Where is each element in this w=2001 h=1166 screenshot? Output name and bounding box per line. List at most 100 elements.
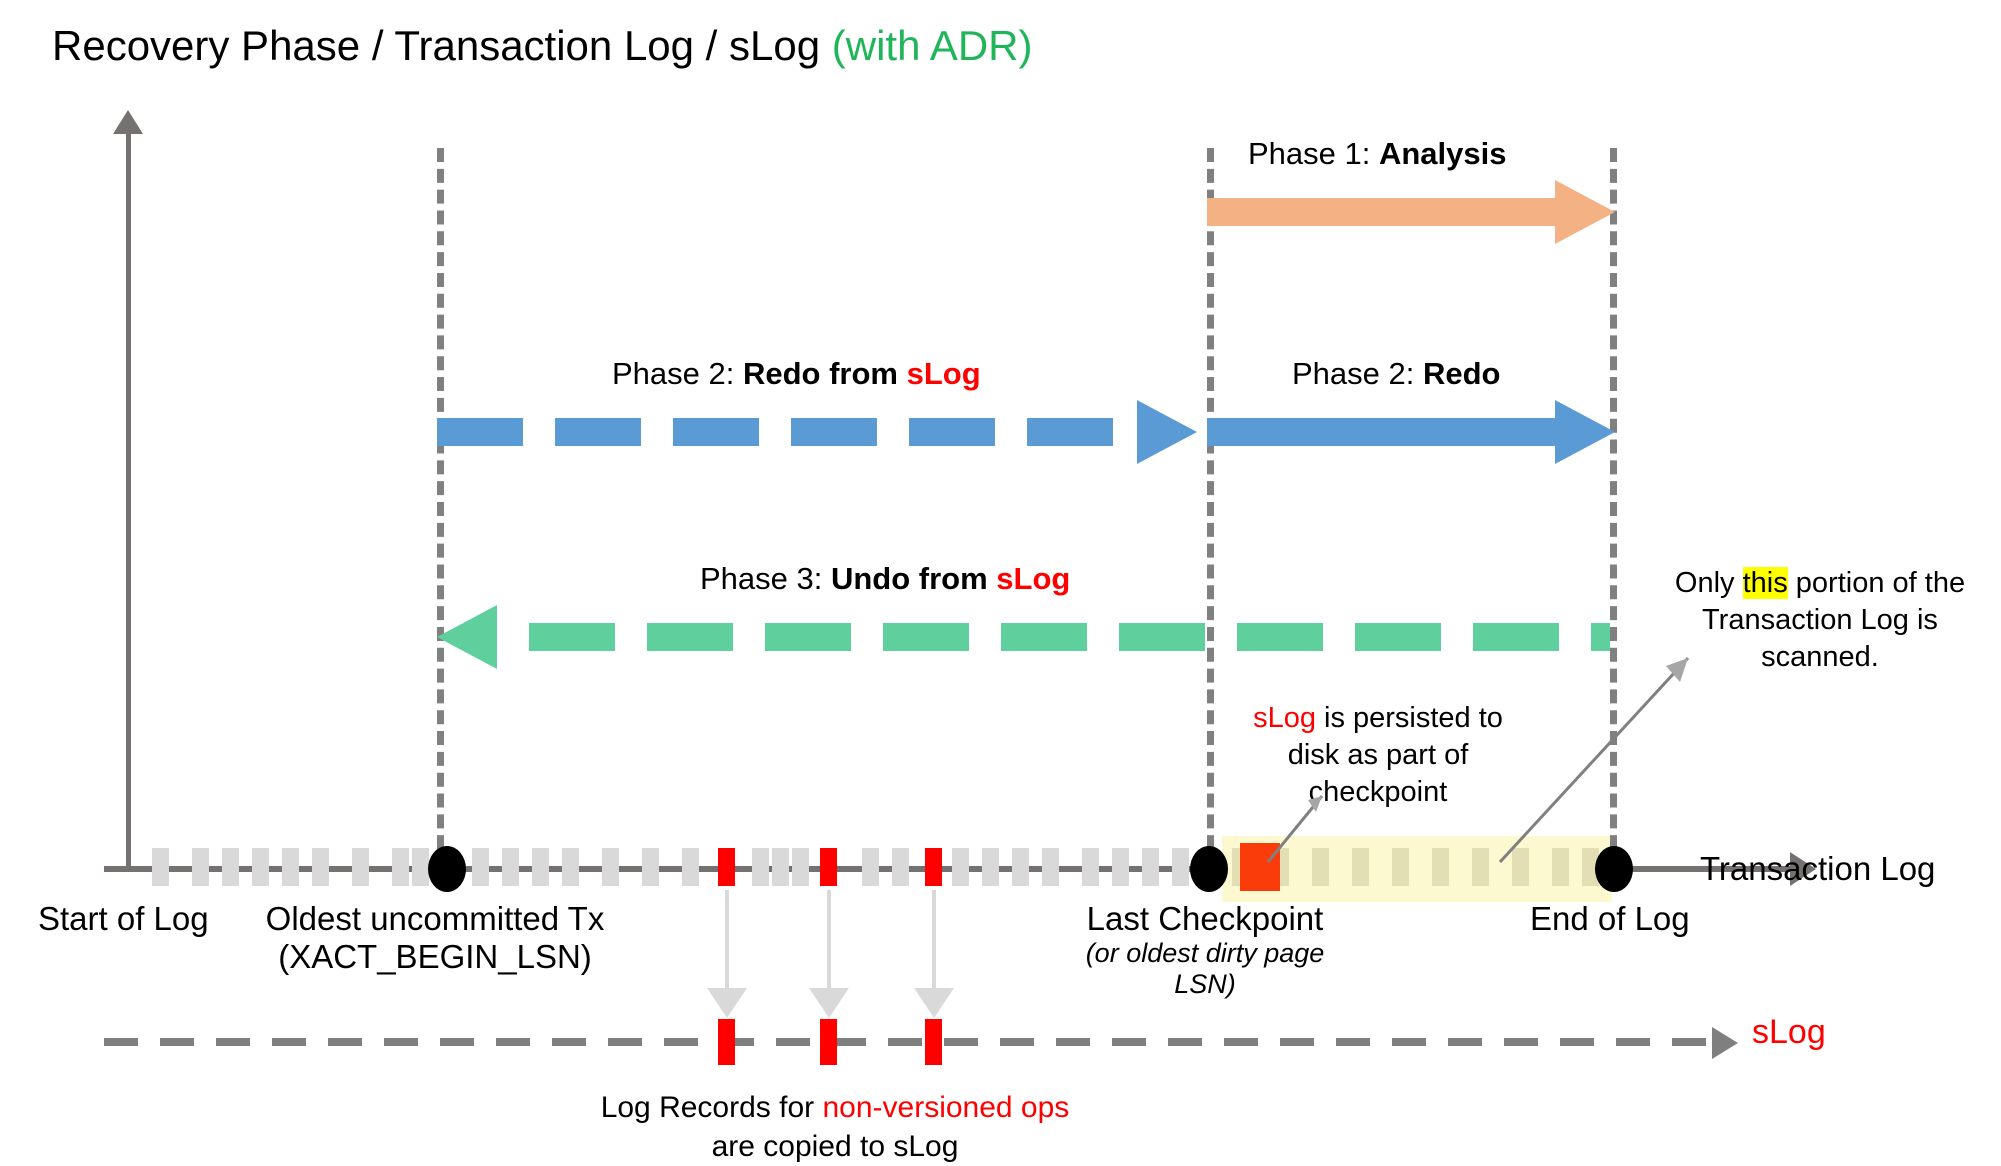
log-record-tick-scanned (1392, 848, 1409, 886)
log-record-tick (1082, 848, 1099, 886)
log-record-tick (562, 848, 579, 886)
log-record-tick (472, 848, 489, 886)
log-record-tick (772, 848, 789, 886)
oldest-tx-line2: (XACT_BEGIN_LSN) (278, 938, 592, 975)
phase-2-slog-word: sLog (906, 356, 981, 391)
callout-slog-line1: sLog is persisted to (1228, 700, 1528, 737)
log-record-tick (752, 848, 769, 886)
title-adr-suffix: (with ADR) (831, 22, 1033, 69)
label-end-of-log: End of Log (1530, 900, 1690, 937)
callout-slog-line2: disk as part of (1287, 739, 1469, 772)
bottom-note-line1: Log Records for non-versioned ops (525, 1088, 1145, 1127)
log-record-tick (192, 848, 209, 886)
log-record-tick (892, 848, 909, 886)
log-record-tick (222, 848, 239, 886)
callout-slog-word: sLog (1253, 702, 1316, 734)
node-end-of-log (1595, 846, 1633, 892)
log-record-tick (862, 848, 879, 886)
log-record-tick-scanned (1352, 848, 1369, 886)
phase-2-slog-lead: Phase 2: (612, 356, 743, 391)
phase-2-arrowhead-icon (1555, 400, 1615, 464)
slog-record-tick (718, 1019, 735, 1065)
phase-3-arrowhead-icon (437, 605, 497, 669)
log-record-tick-scanned (1472, 848, 1489, 886)
transaction-log-axis-label: Transaction Log (1700, 850, 1936, 887)
log-record-tick (982, 848, 999, 886)
non-versioned-log-record-tick (925, 848, 942, 886)
node-last-checkpoint (1190, 846, 1228, 892)
log-record-tick (792, 848, 809, 886)
callout-slog-persisted: sLog is persisted to disk as part of che… (1228, 700, 1528, 811)
callout-scanned-portion: Only this portion of the Transaction Log… (1640, 565, 2000, 676)
callout-slog-rest1: is persisted to (1315, 702, 1503, 734)
copy-to-slog-arrowhead-icon (707, 988, 747, 1018)
copy-to-slog-arrowhead-icon (914, 988, 954, 1018)
phase-3-strong: Undo from (830, 561, 997, 596)
bottom-note-copied-to-slog: Log Records for non-versioned ops are co… (525, 1088, 1145, 1166)
phase-3-undo-from-slog-arrow (437, 605, 1612, 669)
guide-line-end-of-log (1610, 148, 1617, 870)
guide-line-oldest-tx (437, 148, 444, 870)
log-record-tick (1042, 848, 1059, 886)
non-versioned-log-record-tick (718, 848, 735, 886)
phase-2-arrow-shaft (1207, 418, 1557, 446)
log-record-tick (282, 848, 299, 886)
page-title: Recovery Phase / Transaction Log / sLog … (52, 22, 1032, 70)
leader-slog-persisted (1266, 795, 1324, 863)
callout-scan-line1: Only this portion of the (1640, 565, 2000, 602)
copy-to-slog-arrow-shaft (932, 890, 936, 990)
slog-axis-label: sLog (1752, 1013, 1826, 1051)
bottom-note-line2: are copied to sLog (711, 1130, 959, 1163)
log-record-tick (152, 848, 169, 886)
log-record-tick (412, 848, 429, 886)
phase-1-arrowhead-icon (1555, 180, 1615, 244)
log-record-tick (1172, 848, 1189, 886)
bottom-note-pre: Log Records for (600, 1091, 823, 1124)
phase-3-lead: Phase 3: (700, 561, 831, 596)
copy-to-slog-arrow-shaft (725, 890, 729, 990)
callout-scan-pre: Only (1674, 567, 1743, 599)
phase-2-redo-from-slog-label: Phase 2: Redo from sLog (612, 356, 981, 392)
phase-2-redo-from-slog-arrow (437, 400, 1207, 464)
callout-scan-highlight: this (1742, 567, 1788, 599)
callout-scan-post: portion of the (1787, 567, 1966, 599)
last-checkpoint-sub2: LSN) (1174, 969, 1236, 999)
phase-1-analysis-arrow (1207, 180, 1627, 244)
phase-3-label: Phase 3: Undo from sLog (700, 561, 1070, 597)
log-record-tick-scanned (1512, 848, 1529, 886)
label-start-of-log: Start of Log (38, 900, 209, 937)
copy-to-slog-arrowhead-icon (809, 988, 849, 1018)
bottom-note-emphasis: non-versioned ops (822, 1091, 1070, 1124)
log-record-tick (502, 848, 519, 886)
phase-2-lead: Phase 2: (1292, 356, 1423, 391)
log-record-tick (602, 848, 619, 886)
log-record-tick (352, 848, 369, 886)
log-record-tick (682, 848, 699, 886)
copy-to-slog-arrow-shaft (827, 890, 831, 990)
phase-3-slog-word: sLog (996, 561, 1071, 596)
leader-scanned-portion (1498, 656, 1690, 864)
log-record-tick (1112, 848, 1129, 886)
phase-2-redo-arrow (1207, 400, 1627, 464)
phase-1-label: Phase 1: Analysis (1248, 136, 1507, 172)
transaction-log-axis-arrowhead-icon (1790, 852, 1816, 886)
log-record-tick (532, 848, 549, 886)
checkpoint-slog-block (1240, 843, 1280, 891)
vertical-axis-line (126, 128, 131, 868)
phase-2-strong: Redo (1422, 356, 1501, 391)
log-record-tick-scanned (1312, 848, 1329, 886)
node-oldest-uncommitted-tx (428, 846, 466, 892)
last-checkpoint-sub1: (or oldest dirty page (1085, 938, 1325, 968)
transaction-log-axis-line (104, 866, 1794, 872)
log-record-tick (952, 848, 969, 886)
guide-line-last-checkpoint (1207, 148, 1214, 870)
log-record-tick (1142, 848, 1159, 886)
log-record-tick-scanned (1552, 848, 1569, 886)
label-oldest-uncommitted-tx: Oldest uncommitted Tx (XACT_BEGIN_LSN) (265, 900, 605, 976)
phase-1-arrow-shaft (1207, 198, 1557, 226)
log-record-tick-scanned (1432, 848, 1449, 886)
log-record-tick (252, 848, 269, 886)
phase-2-slog-strong: Redo from (742, 356, 907, 391)
phase-1-strong: Analysis (1378, 136, 1507, 171)
title-main: Recovery Phase / Transaction Log / sLog (52, 22, 832, 69)
